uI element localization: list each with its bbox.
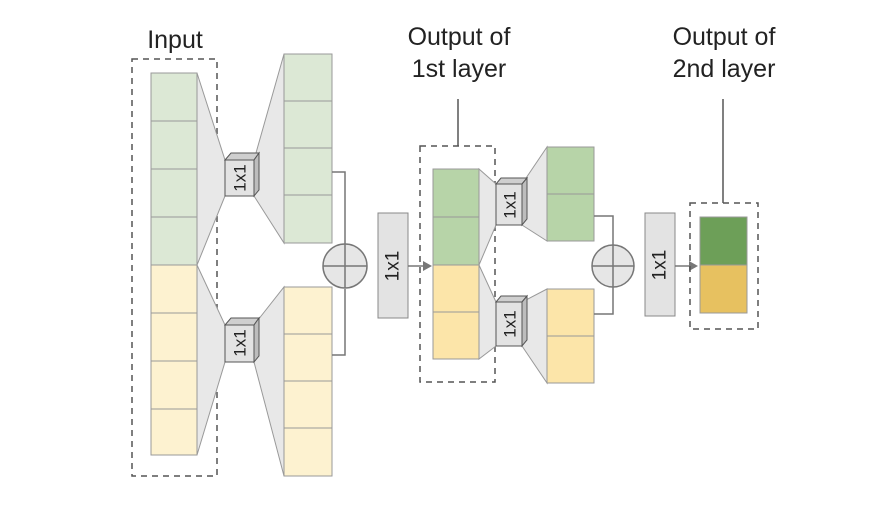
output1-dashed-box: [419, 145, 496, 383]
kernel-cube-1a: 1x1: [223, 151, 260, 198]
input-cell: [150, 120, 198, 170]
branch2-cell: [546, 146, 595, 195]
input-cell: [150, 216, 198, 266]
output1-column: [432, 168, 480, 360]
branch-cell: [283, 147, 333, 196]
branch2-column-green: [546, 146, 595, 242]
branch2-cell: [546, 193, 595, 242]
funnel-kernel-yellow-out: [253, 285, 285, 477]
funnel-input-yellow: [196, 264, 226, 456]
input-cell: [150, 264, 198, 314]
arrow-head: [689, 261, 698, 271]
branch-cell: [283, 286, 333, 335]
branch2-cell: [546, 288, 595, 337]
input-cell: [150, 360, 198, 410]
kernel-cube-1b: 1x1: [223, 316, 260, 364]
branch-cell: [283, 53, 333, 102]
output1-label-line2: 1st layer: [412, 55, 506, 83]
output1-cell: [432, 168, 480, 218]
branch-cell: [283, 427, 333, 477]
arrow-head: [423, 261, 432, 271]
output1-cell: [432, 311, 480, 360]
output1-cell: [432, 264, 480, 313]
branch-cell: [283, 100, 333, 149]
output2-label-line2: 2nd layer: [673, 55, 776, 83]
branch2-cell: [546, 335, 595, 384]
sum-node-1: [322, 243, 368, 289]
output1-cell: [432, 216, 480, 266]
kernel-label: 1x1: [231, 164, 250, 191]
branch-column-green: [283, 53, 333, 244]
pointwise-box-1: [377, 212, 409, 319]
kernel-label: 1x1: [501, 310, 520, 337]
input-column: [150, 72, 198, 456]
output2-cell: [699, 216, 748, 266]
input-cell: [150, 168, 198, 218]
kernel-label: 1x1: [501, 191, 520, 218]
output1-label-line1: Output of: [408, 23, 511, 51]
output2-dashed-box: [689, 202, 759, 330]
branch2-column-yellow: [546, 288, 595, 384]
kernel-cube-2b: 1x1: [494, 294, 529, 348]
kernel-label: 1x1: [231, 329, 250, 356]
kernel-label: 1x1: [383, 251, 404, 282]
connector-line: [332, 289, 346, 356]
kernel-cube-2a: 1x1: [494, 176, 529, 227]
funnel-layer2-green: [478, 167, 497, 266]
branch-cell: [283, 380, 333, 429]
funnel-layer2-yellow: [478, 264, 497, 361]
input-cell: [150, 72, 198, 122]
branch-column-yellow: [283, 286, 333, 477]
connector-line: [594, 215, 614, 246]
output2-column: [699, 216, 748, 314]
funnel-input-green: [196, 72, 226, 266]
connector-line: [594, 286, 614, 315]
pointwise-box-2: [644, 212, 676, 317]
input-dashed-box: [131, 58, 218, 477]
output2-cell: [699, 264, 748, 314]
branch-cell: [283, 194, 333, 244]
input-cell: [150, 312, 198, 362]
sum-node-2: [591, 244, 635, 288]
kernel-label: 1x1: [650, 250, 671, 281]
connector-line: [332, 171, 346, 244]
branch-cell: [283, 333, 333, 382]
funnel-kernel-green-out: [253, 53, 285, 245]
input-label: Input: [147, 26, 203, 54]
input-cell: [150, 408, 198, 456]
output2-label-line1: Output of: [673, 23, 776, 51]
